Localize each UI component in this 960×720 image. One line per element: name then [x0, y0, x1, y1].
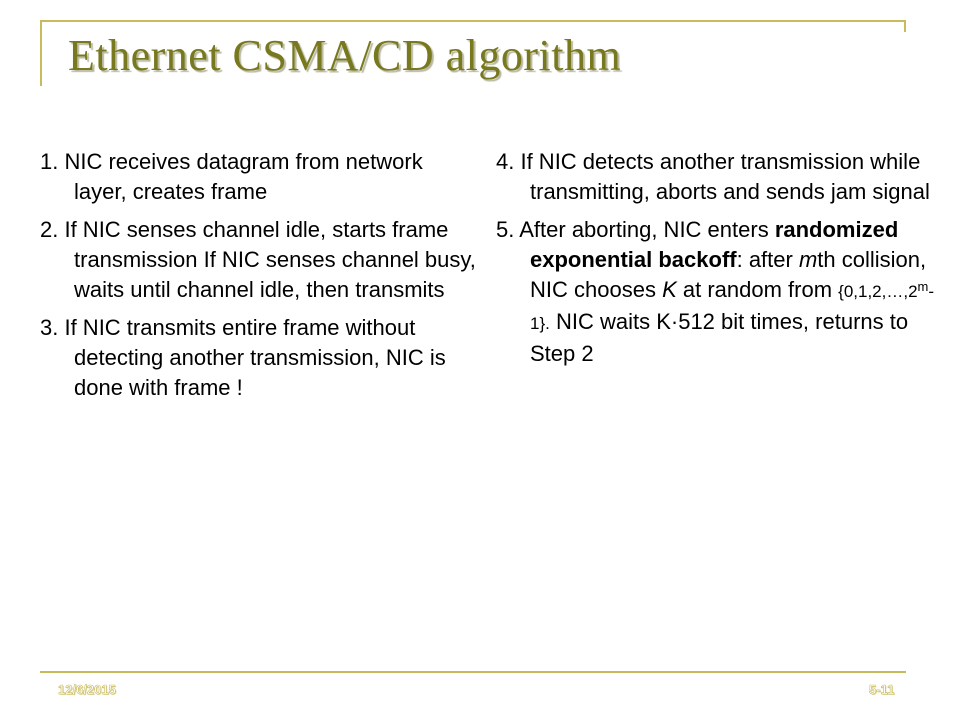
left-column: 1. NIC receives datagram from network la… — [40, 147, 480, 411]
m-variable: m — [798, 247, 818, 272]
set-close: -1}. — [530, 282, 935, 333]
step-5: 5. After aborting, NIC enters randomized… — [496, 215, 941, 369]
step-number: 2. — [40, 217, 65, 242]
footer-page-number: 5-11 — [869, 682, 895, 698]
set-expression: {0,1,2,…,2m-1}. — [530, 279, 935, 333]
step-4: 4. If NIC detects another transmission w… — [496, 147, 941, 207]
step-text-c: th collision, NIC chooses — [530, 247, 927, 302]
step-2: 2. If NIC senses channel idle, starts fr… — [40, 215, 480, 305]
frame-top-line — [40, 20, 906, 22]
frame-bottom-line — [40, 671, 906, 673]
step-text-e: NIC waits K·512 bit times, returns to St… — [530, 309, 909, 366]
step-text: If NIC transmits entire frame without de… — [64, 315, 446, 400]
frame-right-tick — [904, 20, 906, 32]
step-number: 3. — [40, 315, 65, 340]
step-text: NIC receives datagram from network layer… — [64, 149, 423, 204]
right-column: 4. If NIC detects another transmission w… — [496, 147, 941, 377]
k-variable: K — [662, 277, 677, 302]
step-number: 1. — [40, 149, 65, 174]
backoff-term: randomized exponential backoff — [530, 217, 899, 272]
step-text-d: at random from — [676, 277, 839, 302]
footer-date: 12/6/2015 — [58, 682, 116, 698]
set-exponent: m — [917, 279, 929, 294]
step-3: 3. If NIC transmits entire frame without… — [40, 313, 480, 403]
step-number: 5. — [496, 217, 520, 242]
frame-left-line — [40, 20, 42, 86]
step-text-a: After aborting, NIC enters — [519, 217, 775, 242]
step-number: 4. — [496, 149, 521, 174]
set-open: {0,1,2,…,2 — [838, 282, 918, 301]
step-text: If NIC detects another transmission whil… — [520, 149, 930, 204]
step-1: 1. NIC receives datagram from network la… — [40, 147, 480, 207]
step-text: If NIC senses channel idle, starts frame… — [64, 217, 476, 302]
step-text-b: : after — [736, 247, 799, 272]
slide-title: Ethernet CSMA/CD algorithm — [68, 31, 622, 80]
